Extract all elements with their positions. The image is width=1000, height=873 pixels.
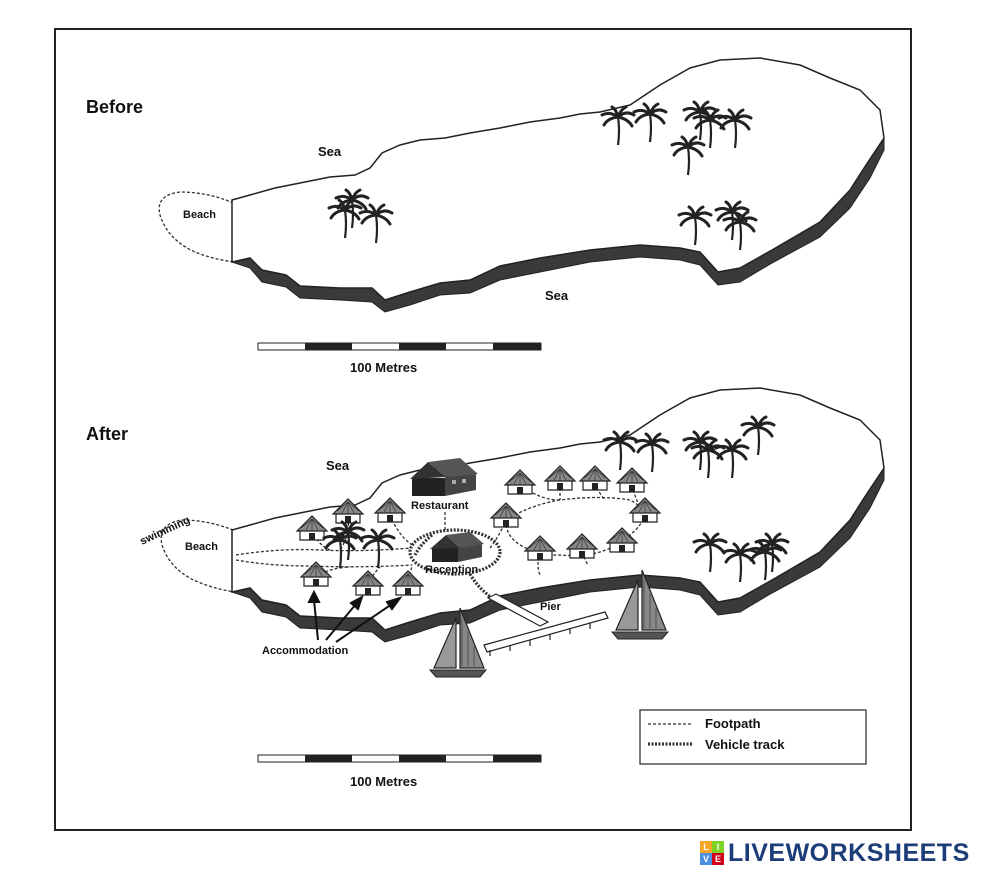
- pier: [483, 593, 609, 656]
- reception-label: Reception: [425, 564, 478, 576]
- after-map: After: [86, 387, 885, 789]
- brand-mark-letter: I: [712, 841, 724, 853]
- after-title: After: [86, 424, 128, 444]
- brand-mark-letter: V: [700, 853, 712, 865]
- before-title: Before: [86, 97, 143, 117]
- pier-label: Pier: [540, 601, 562, 613]
- vehicle-tracks: [408, 528, 502, 600]
- legend: Footpath Vehicle track: [639, 709, 867, 765]
- before-beach-outline: [158, 191, 239, 263]
- before-map: Before Sea Sea Beach: [86, 57, 885, 375]
- brand-mark-letter: L: [700, 841, 712, 853]
- brand-name: LIVEWORKSHEETS: [728, 838, 970, 867]
- brand-mark-letter: E: [712, 853, 724, 865]
- after-scale-bar: [257, 754, 542, 763]
- before-scale-bar: [257, 342, 542, 351]
- legend-vehicle-track-label: Vehicle track: [705, 737, 785, 752]
- brand-mark-icon: L I V E: [700, 841, 724, 865]
- brand-logo[interactable]: L I V E LIVEWORKSHEETS: [700, 838, 970, 868]
- map-frame: [54, 28, 912, 831]
- accommodation-label: Accommodation: [262, 645, 348, 657]
- after-sea-label: Sea: [326, 458, 350, 473]
- reception-building: [430, 532, 484, 562]
- accommodation-arrows: [307, 589, 403, 643]
- before-beach-label: Beach: [183, 209, 216, 221]
- after-beach-label: Beach: [185, 541, 218, 553]
- before-scale-label: 100 Metres: [350, 360, 417, 375]
- before-sea-south-label: Sea: [545, 288, 569, 303]
- restaurant-label: Restaurant: [411, 500, 469, 512]
- before-sea-north-label: Sea: [318, 144, 342, 159]
- legend-footpath-label: Footpath: [705, 716, 761, 731]
- restaurant-building: [410, 458, 478, 496]
- after-beach-outline: [160, 519, 239, 593]
- after-island: [231, 387, 885, 631]
- after-scale-label: 100 Metres: [350, 774, 417, 789]
